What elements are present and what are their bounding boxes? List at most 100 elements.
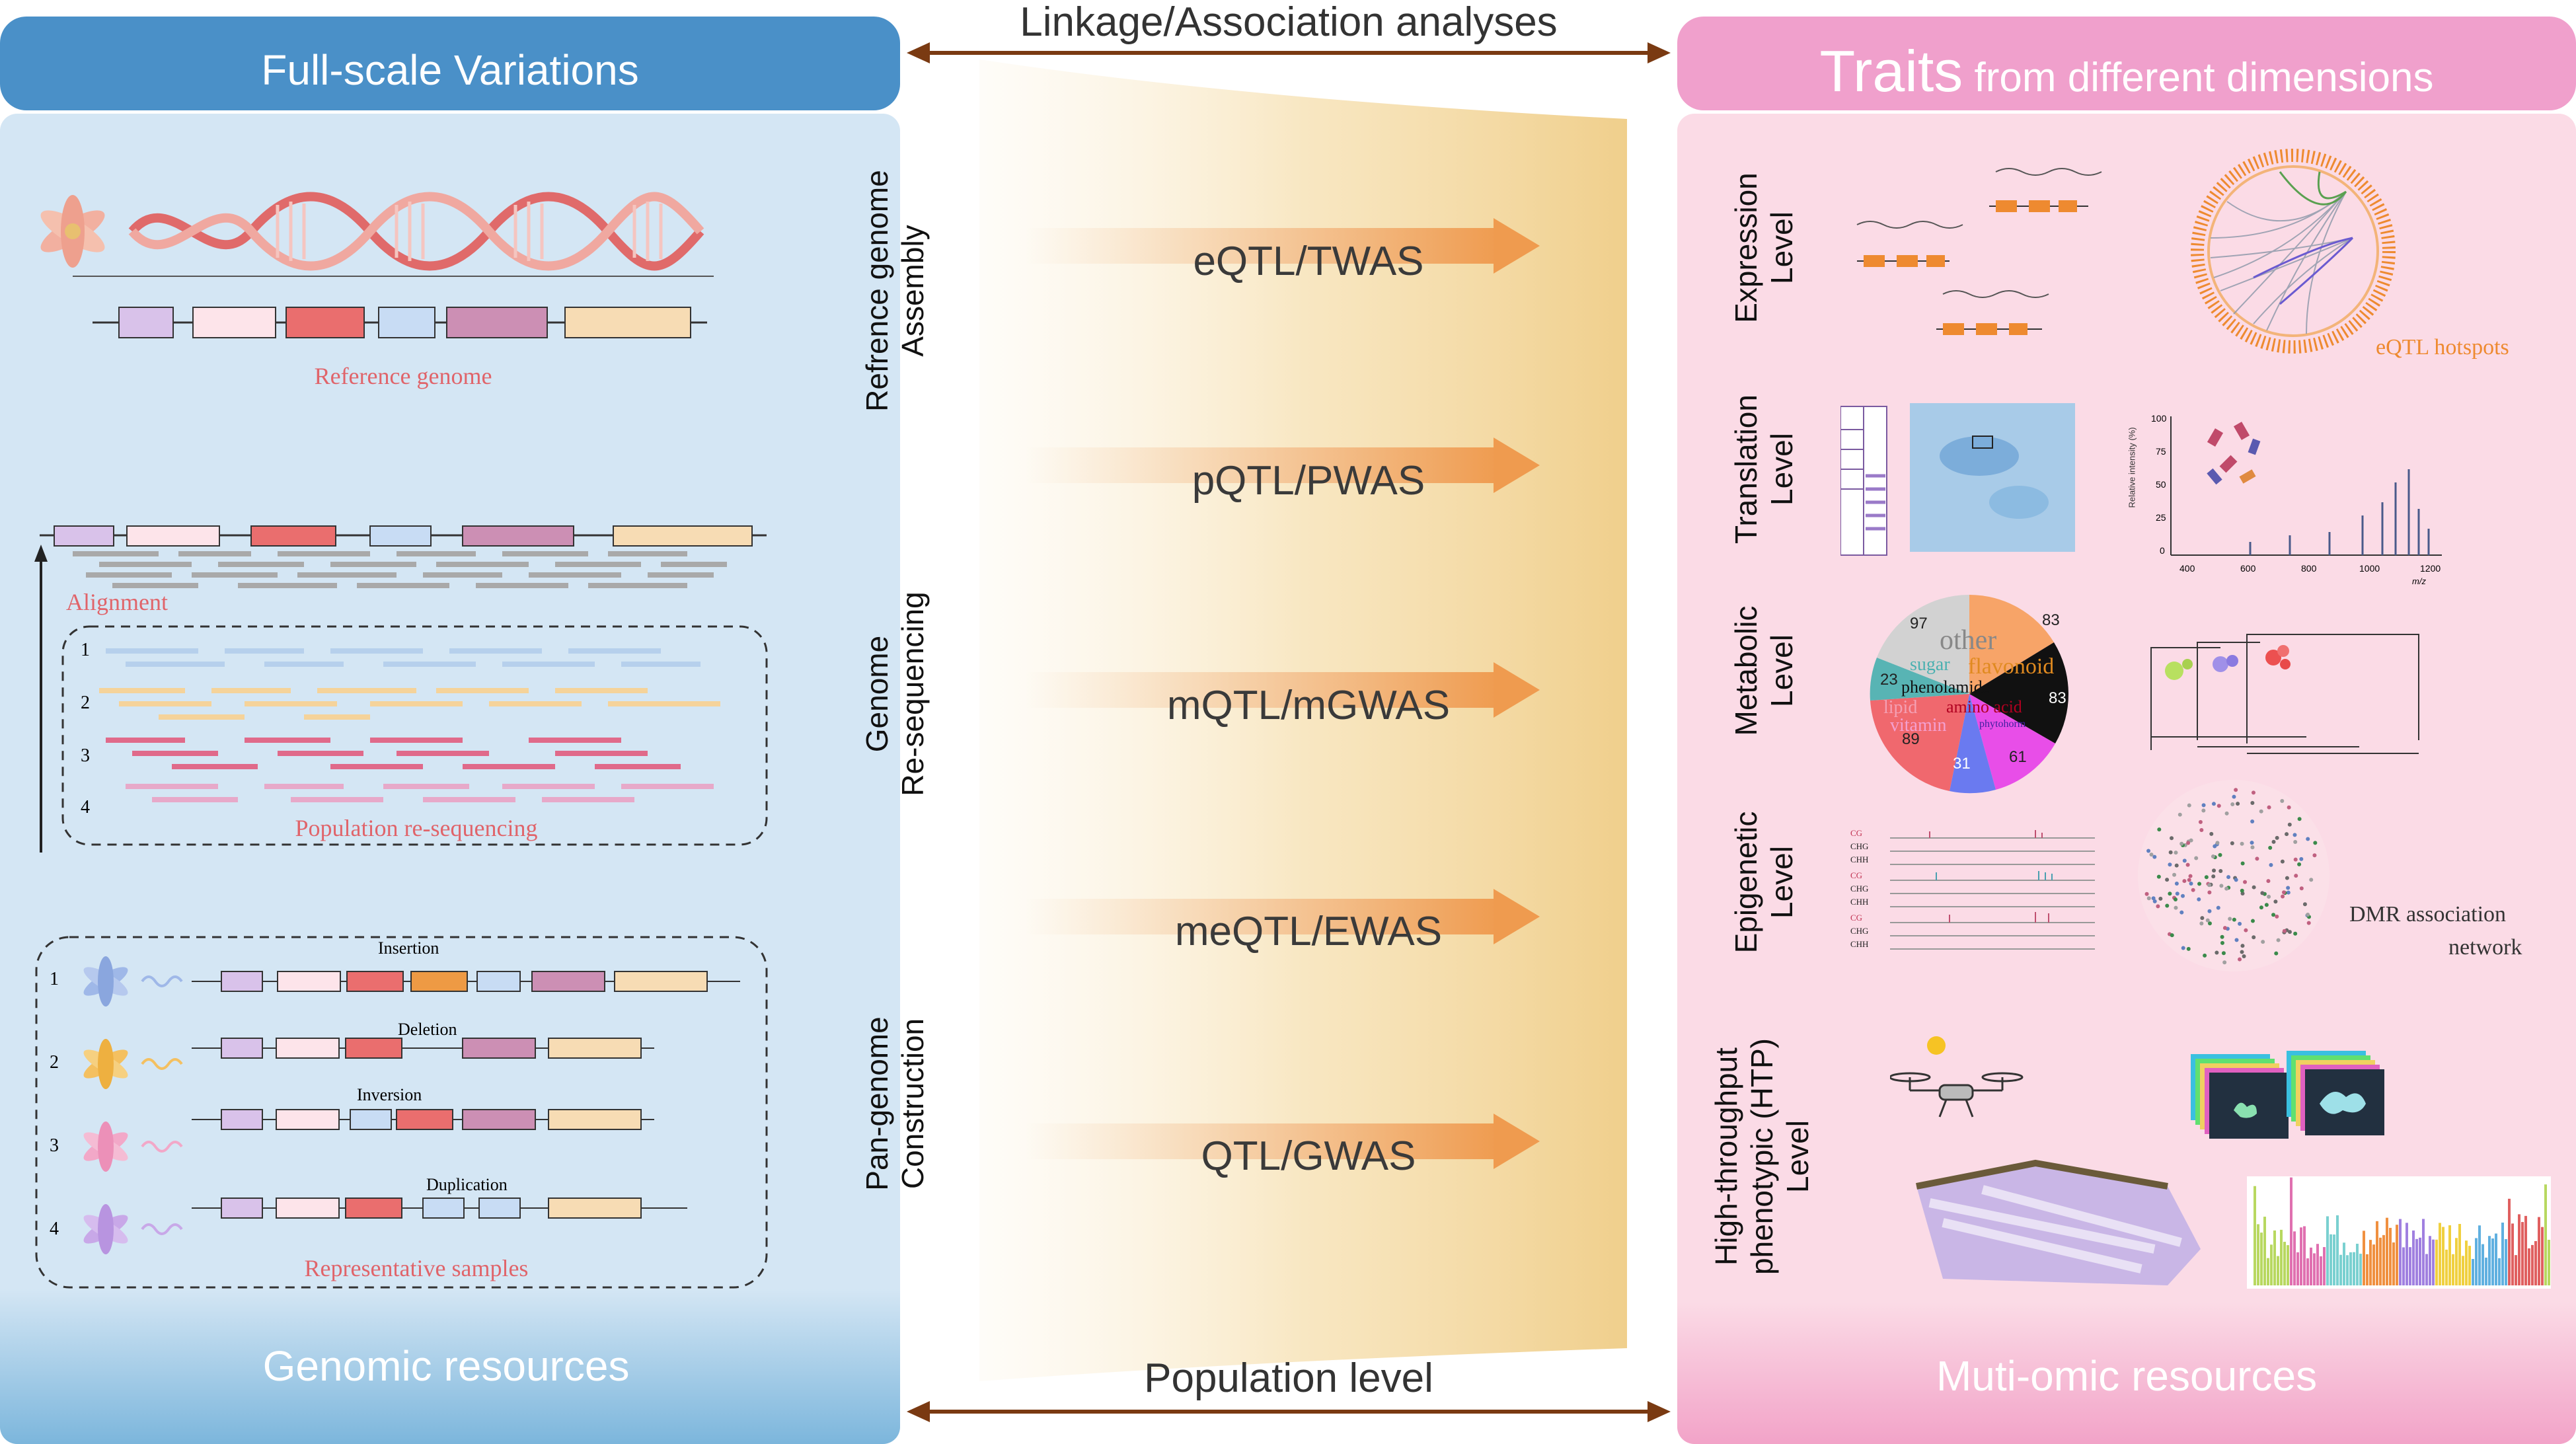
manhattan-column: [2406, 1223, 2408, 1285]
manhattan-column: [2303, 1226, 2306, 1285]
network-node: [2182, 879, 2187, 884]
ms-ytick: 25: [2156, 512, 2166, 523]
method-arrow-2: [1024, 437, 1540, 493]
manhattan-column: [2435, 1239, 2438, 1285]
manhattan-column: [2538, 1217, 2540, 1285]
network-node: [2226, 875, 2231, 880]
ms-xtick: 1200: [2420, 563, 2441, 574]
pie-number: 31: [1953, 755, 1971, 773]
network-node: [2222, 960, 2227, 965]
network-node: [2216, 804, 2221, 808]
network-node: [2274, 951, 2279, 956]
pangenome-caption: Representative samples: [304, 1255, 529, 1281]
manhattan-column: [2353, 1252, 2355, 1285]
network-node: [2250, 841, 2254, 845]
manhattan-column: [2290, 1177, 2292, 1285]
network-node: [2182, 858, 2187, 863]
reference-genome-caption: Reference genome: [314, 363, 492, 389]
left-header-title: Full-scale Variations: [261, 46, 639, 94]
manhattan-column: [2488, 1236, 2491, 1285]
manhattan-column: [2366, 1254, 2368, 1285]
right-header: Traits from different dimensions: [1677, 17, 2576, 110]
label-line: Re-sequencing: [895, 591, 930, 796]
flower-icon: [83, 956, 128, 1007]
pan-row-2: 2: [50, 1052, 59, 1073]
network-node: [2271, 839, 2276, 844]
network-node: [2198, 819, 2203, 824]
reseq-row-2: 2: [81, 693, 90, 713]
manhattan-column: [2472, 1258, 2474, 1285]
network-node: [2252, 935, 2256, 940]
manhattan-column: [2339, 1254, 2342, 1285]
network-node: [2275, 914, 2279, 919]
label-line: Level: [1764, 211, 1799, 284]
pan-row-1: 1: [50, 969, 59, 989]
network-node: [2234, 938, 2239, 942]
network-node: [2189, 838, 2193, 843]
network-node: [2259, 905, 2263, 910]
track-label: CHH: [1850, 939, 1869, 949]
manhattan-column: [2287, 1245, 2289, 1285]
method-label: pQTL/PWAS: [1192, 458, 1425, 504]
network-node: [2260, 891, 2265, 895]
pie-word: phenolamide: [1901, 677, 1990, 697]
method-arrow-3: [1024, 662, 1540, 718]
field-image: [1916, 1159, 2201, 1285]
manhattan-column: [2541, 1227, 2544, 1285]
method-arrow-4: [1024, 889, 1540, 944]
manhattan-column: [2369, 1240, 2372, 1285]
manhattan-column: [2495, 1233, 2497, 1285]
network-node: [2204, 875, 2209, 880]
manhattan-column: [2267, 1258, 2269, 1285]
network-node: [2199, 827, 2204, 832]
network-node: [2174, 881, 2179, 886]
network-node: [2185, 862, 2190, 867]
left-footer-band: [0, 1289, 900, 1444]
pie-number: 83: [2042, 611, 2060, 629]
section-label-pangenome: Pan-genome Construction: [859, 919, 938, 1289]
network-node: [2240, 950, 2244, 954]
dmr-label-line1: DMR association: [2349, 902, 2507, 927]
manhattan-column: [2462, 1256, 2464, 1285]
ms-ytick: 50: [2156, 479, 2166, 490]
network-node: [2165, 878, 2170, 882]
network-node: [2187, 803, 2191, 808]
network-node: [2181, 946, 2185, 950]
network-node: [2207, 909, 2212, 913]
pie-word: lipid: [1883, 697, 1918, 718]
manhattan-column: [2511, 1223, 2514, 1285]
gene-model: [1936, 290, 2049, 335]
network-node: [2178, 812, 2182, 817]
bottom-double-arrow: [907, 1401, 1671, 1422]
network-node: [2158, 896, 2163, 901]
network-node: [2230, 841, 2234, 846]
network-node: [2240, 841, 2244, 846]
manhattan-column: [2343, 1242, 2345, 1285]
section-label-reference: Refrence genome Assembly: [859, 106, 938, 476]
center-funnel: [979, 59, 1627, 1381]
reference-genome-graphic: [40, 192, 714, 338]
manhattan-column: [2254, 1186, 2256, 1285]
manhattan-column: [2455, 1238, 2458, 1285]
network-node: [2271, 913, 2276, 917]
manhattan-column: [2320, 1256, 2322, 1285]
manhattan-column: [2273, 1230, 2276, 1285]
pie-word: sugar: [1910, 654, 1950, 675]
network-node: [2232, 794, 2236, 799]
network-node: [2174, 905, 2178, 910]
track-label: CG: [1850, 828, 1863, 838]
network-node: [2232, 917, 2236, 922]
label-line: Genome: [860, 635, 894, 753]
manhattan-column: [2300, 1227, 2302, 1285]
network-node: [2174, 897, 2178, 901]
label-line: Construction: [895, 1018, 930, 1190]
manhattan-column: [2518, 1214, 2520, 1285]
network-node: [2286, 890, 2291, 895]
circos-plot: [2191, 149, 2396, 354]
network-node: [2234, 878, 2238, 882]
network-node: [2215, 841, 2220, 845]
network-node: [2215, 950, 2219, 955]
network-node: [2207, 883, 2212, 888]
network-node: [2218, 853, 2222, 857]
network-node: [2201, 803, 2206, 808]
